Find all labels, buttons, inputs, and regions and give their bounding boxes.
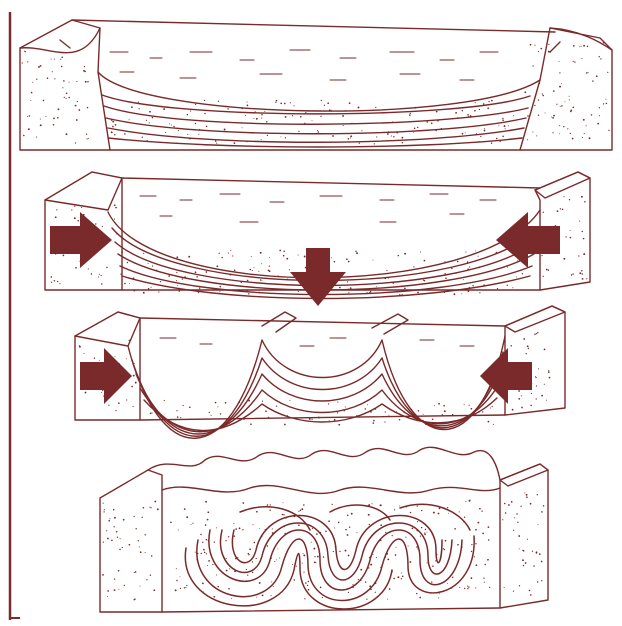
water-dashes	[140, 194, 496, 222]
right-bedrock-block	[520, 28, 612, 150]
stage-2-compression	[45, 172, 590, 306]
basin-back-edge	[122, 178, 540, 188]
basin-base-line	[162, 608, 500, 612]
down-arrow	[290, 248, 346, 306]
basin-base-line	[140, 415, 505, 420]
right-block-top	[500, 464, 548, 486]
left-bedrock-block	[20, 20, 110, 150]
stage-4-complex-folds	[100, 447, 548, 612]
ridge-left-top	[262, 312, 296, 332]
left-bedrock-block	[100, 470, 162, 612]
water-dashes	[110, 50, 498, 80]
stage-3-initial-folding	[75, 306, 565, 438]
fold-layers	[128, 336, 505, 438]
stipple-texture	[22, 42, 610, 600]
basin-floor	[98, 72, 540, 111]
sediment-layer	[106, 118, 526, 134]
stage-1-sediment-basin	[20, 20, 612, 150]
sediment-layer	[108, 128, 524, 142]
sediment-layer	[104, 106, 528, 124]
basin-back-edge	[72, 20, 555, 32]
eroded-surface-front	[162, 485, 500, 493]
right-block-top	[505, 306, 565, 332]
recumbent-folds	[185, 504, 474, 609]
eroded-surface	[148, 447, 500, 480]
left-arrow	[496, 212, 560, 268]
right-block-top	[535, 172, 590, 198]
basin-back-edge	[140, 318, 505, 326]
right-arrow	[50, 212, 112, 268]
right-arrow	[80, 348, 132, 404]
water-dashes	[160, 338, 474, 346]
